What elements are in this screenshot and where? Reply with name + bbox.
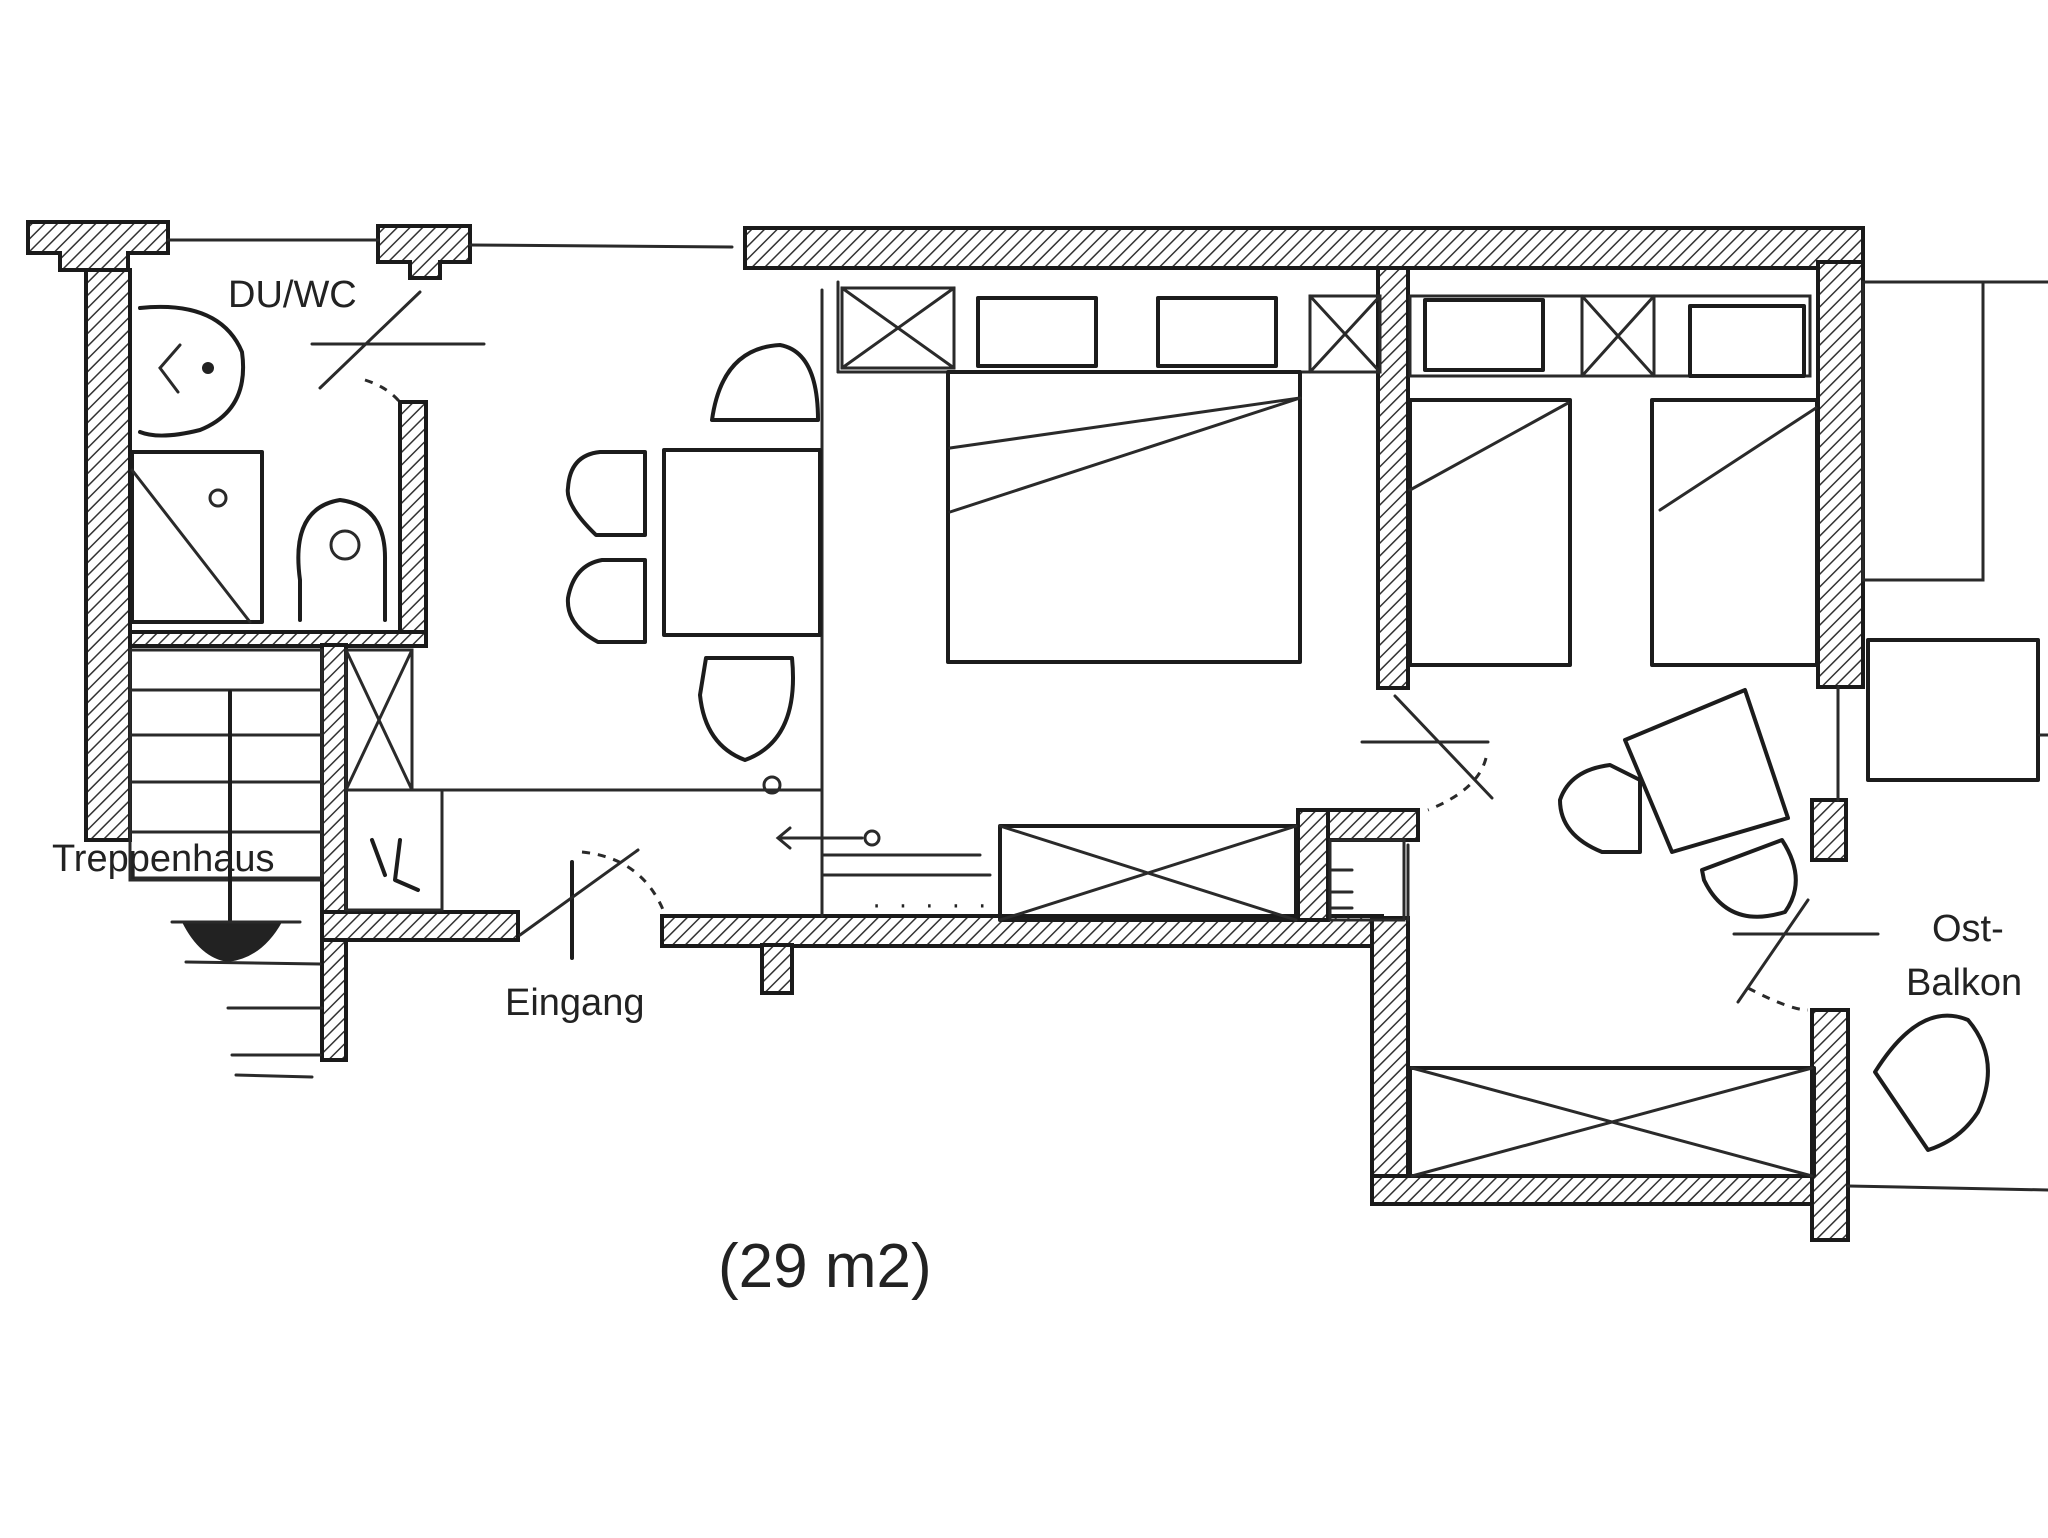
outline-lines	[166, 238, 2048, 1192]
bathroom-fixtures	[130, 290, 486, 624]
balcony-furniture	[1861, 280, 2048, 1152]
bedroom-second	[1408, 294, 1880, 1012]
staircase	[128, 648, 444, 1079]
lower-room	[1408, 1066, 1816, 1178]
label-area: (29 m2)	[718, 1232, 932, 1301]
label-staircase: Treppenhaus	[52, 838, 275, 880]
bedroom-main	[836, 280, 1494, 812]
label-balcony-line2: Balkon	[1906, 962, 2023, 1004]
label-bathroom: DU/WC	[228, 274, 357, 316]
entrance-door	[518, 775, 881, 960]
label-balcony-line1: Ost-	[1932, 908, 2004, 950]
dining-set	[565, 343, 822, 762]
svg-text:· · · · ·: · · · · ·	[870, 894, 989, 919]
kitchenette: · · · · ·	[870, 824, 1406, 922]
label-entrance: Eingang	[505, 982, 645, 1024]
